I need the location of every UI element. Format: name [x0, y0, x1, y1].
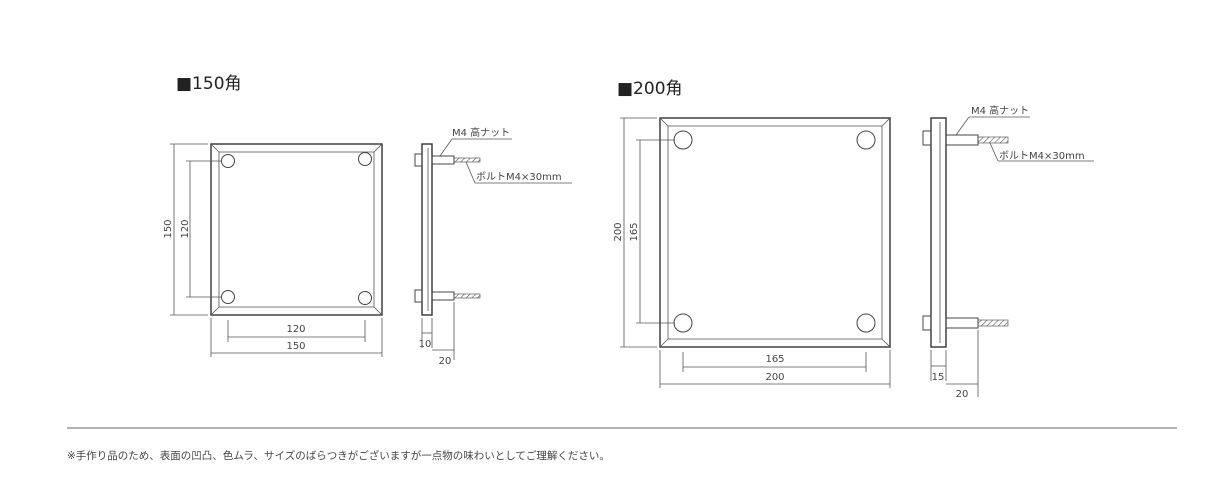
small-front-cap-top [414, 153, 423, 167]
small-hole-top-left [221, 154, 235, 168]
large-hole-bottom-left [673, 313, 693, 333]
small-bolt-top [453, 157, 481, 163]
small-dimensions: 150 120 120 150 [163, 143, 383, 357]
small-outer-frame [210, 143, 383, 316]
footnote: ※手作り品のため、表面の凹凸、色ムラ、サイズのばらつきがございますが一点物の味わ… [67, 449, 610, 462]
small-plate-group: ■150角 150 120 [163, 74, 572, 367]
large-side-depth-label: 20 [956, 389, 969, 400]
large-dimensions: 200 165 165 200 [613, 117, 891, 388]
small-side-plate [421, 143, 433, 316]
large-nut-top [945, 134, 979, 146]
small-title: ■150角 [176, 74, 242, 94]
large-bolt-bottom [977, 319, 1009, 327]
large-nut-bottom [945, 317, 979, 329]
large-front-cap-top [922, 130, 932, 146]
small-side-thickness-label: 10 [419, 339, 432, 350]
large-inner-height-label: 165 [629, 222, 640, 241]
small-inner-height-label: 120 [180, 219, 191, 238]
large-nut-label: M4 高ナット [971, 104, 1029, 117]
small-front-cap-bottom [414, 289, 423, 303]
large-outer-width-label: 200 [765, 372, 784, 383]
small-hole-bottom-right [358, 291, 372, 305]
small-bolt-label: ボルトM4×30mm [476, 171, 562, 183]
small-hole-top-right [358, 152, 372, 166]
large-outer-frame [659, 117, 891, 348]
small-front-view [210, 143, 383, 316]
small-nut-top [431, 155, 455, 165]
small-inner-frame [218, 151, 375, 308]
large-hole-bottom-right [856, 313, 876, 333]
small-nut-label: M4 高ナット [452, 126, 510, 139]
large-hole-top-left [673, 130, 693, 150]
small-outer-width-label: 150 [286, 341, 305, 352]
small-outer-height-label: 150 [163, 219, 174, 238]
large-title: ■200角 [617, 79, 683, 99]
large-inner-width-label: 165 [765, 354, 784, 365]
large-bolt-top [977, 136, 1009, 144]
large-plate-group: ■200角 200 165 [613, 79, 1094, 400]
large-side-thickness-label: 15 [932, 372, 945, 383]
small-hole-bottom-left [221, 290, 235, 304]
small-side-view: M4 高ナット ボルトM4×30mm 10 20 [414, 126, 572, 367]
large-front-view [659, 117, 891, 348]
large-inner-frame [667, 125, 883, 340]
small-side-depth-label: 20 [439, 356, 452, 367]
large-side-view: M4 高ナット ボルトM4×30mm 15 20 [922, 104, 1094, 400]
large-hole-top-right [856, 130, 876, 150]
small-nut-bottom [431, 291, 455, 301]
large-outer-height-label: 200 [613, 222, 624, 241]
large-front-cap-bottom [922, 315, 932, 331]
large-side-plate [930, 117, 947, 348]
large-bolt-label: ボルトM4×30mm [999, 150, 1085, 162]
small-inner-width-label: 120 [286, 324, 305, 335]
small-bolt-bottom [453, 293, 481, 299]
